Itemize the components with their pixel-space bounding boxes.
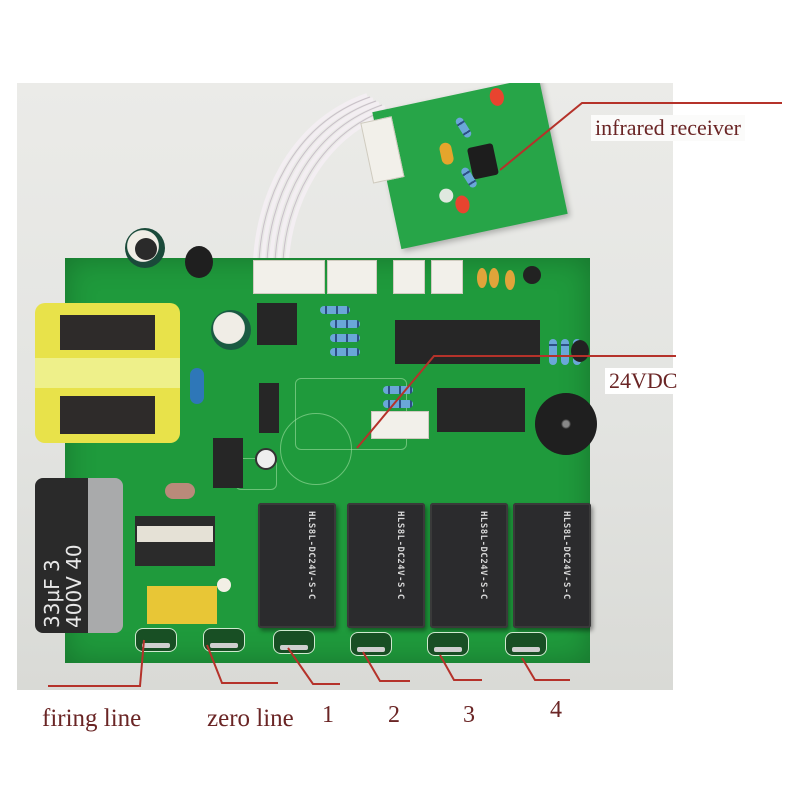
label-relay-1: 1 bbox=[322, 702, 334, 728]
terminal-3 bbox=[427, 632, 469, 656]
leader-2 bbox=[362, 651, 410, 682]
connector-2pin-a bbox=[393, 260, 425, 294]
ic-16pin bbox=[437, 388, 525, 432]
choke bbox=[135, 516, 215, 566]
relay-1: HLS8L-DC24V-S-C bbox=[258, 503, 336, 628]
voltage-regulator bbox=[257, 303, 297, 345]
leader-3 bbox=[439, 654, 482, 681]
connector-4pin bbox=[327, 260, 377, 294]
terminal-firing-line bbox=[135, 628, 177, 652]
transistor bbox=[523, 266, 541, 284]
terminal-1 bbox=[273, 630, 315, 654]
label-relay-2: 2 bbox=[388, 702, 400, 728]
label-relay-3: 3 bbox=[463, 702, 475, 728]
resistor bbox=[330, 320, 360, 328]
leader-zero-line bbox=[206, 644, 278, 684]
leader-infrared bbox=[499, 102, 782, 171]
terminal-4 bbox=[505, 632, 547, 656]
small-cap bbox=[477, 268, 487, 288]
resistor bbox=[383, 400, 413, 408]
terminal-zero-line bbox=[203, 628, 245, 652]
terminal-2 bbox=[350, 632, 392, 656]
connector-5pin bbox=[253, 260, 325, 294]
ribbon-cable bbox=[253, 93, 392, 264]
electrolytic-cap bbox=[211, 310, 251, 350]
label-firing-line: firing line bbox=[42, 705, 142, 732]
electrolytic-cap-black bbox=[185, 246, 213, 278]
optocoupler bbox=[259, 383, 279, 433]
ic-8pin bbox=[213, 438, 243, 488]
capacitor-33uf-400v: 33µF 3 400V 40 bbox=[35, 478, 123, 633]
leader-4 bbox=[521, 657, 570, 681]
transformer bbox=[35, 303, 180, 443]
leader-firing-line bbox=[48, 639, 145, 687]
connector-24vdc bbox=[371, 411, 429, 439]
small-cap bbox=[489, 268, 499, 288]
leader-24vdc bbox=[356, 355, 676, 449]
resistor bbox=[330, 334, 360, 342]
connector-2pin-b bbox=[431, 260, 463, 294]
fuse-resistor bbox=[165, 483, 195, 499]
varistor bbox=[217, 578, 231, 592]
buzzer bbox=[535, 393, 597, 455]
label-zero-line: zero line bbox=[207, 705, 294, 732]
relay-4: HLS8L-DC24V-S-C bbox=[513, 503, 591, 628]
leader-1 bbox=[287, 647, 340, 685]
small-cap bbox=[505, 270, 515, 290]
blue-cap bbox=[190, 368, 204, 404]
resistor bbox=[383, 386, 413, 394]
resistor bbox=[330, 348, 360, 356]
component-black bbox=[135, 238, 157, 260]
resistor bbox=[320, 306, 350, 314]
main-pcb: 33µF 3 400V 40 HLS8L-DC24V-S-C HLS8L-DC2… bbox=[35, 228, 597, 663]
x-capacitor bbox=[147, 586, 217, 624]
pcb-photo: 33µF 3 400V 40 HLS8L-DC24V-S-C HLS8L-DC2… bbox=[17, 83, 673, 690]
label-24vdc: 24VDC bbox=[605, 368, 682, 394]
label-infrared-receiver: infrared receiver bbox=[591, 115, 745, 141]
label-relay-4: 4 bbox=[550, 697, 562, 723]
relay-2: HLS8L-DC24V-S-C bbox=[347, 503, 425, 628]
small-electrolytic bbox=[255, 448, 277, 470]
relay-3: HLS8L-DC24V-S-C bbox=[430, 503, 508, 628]
